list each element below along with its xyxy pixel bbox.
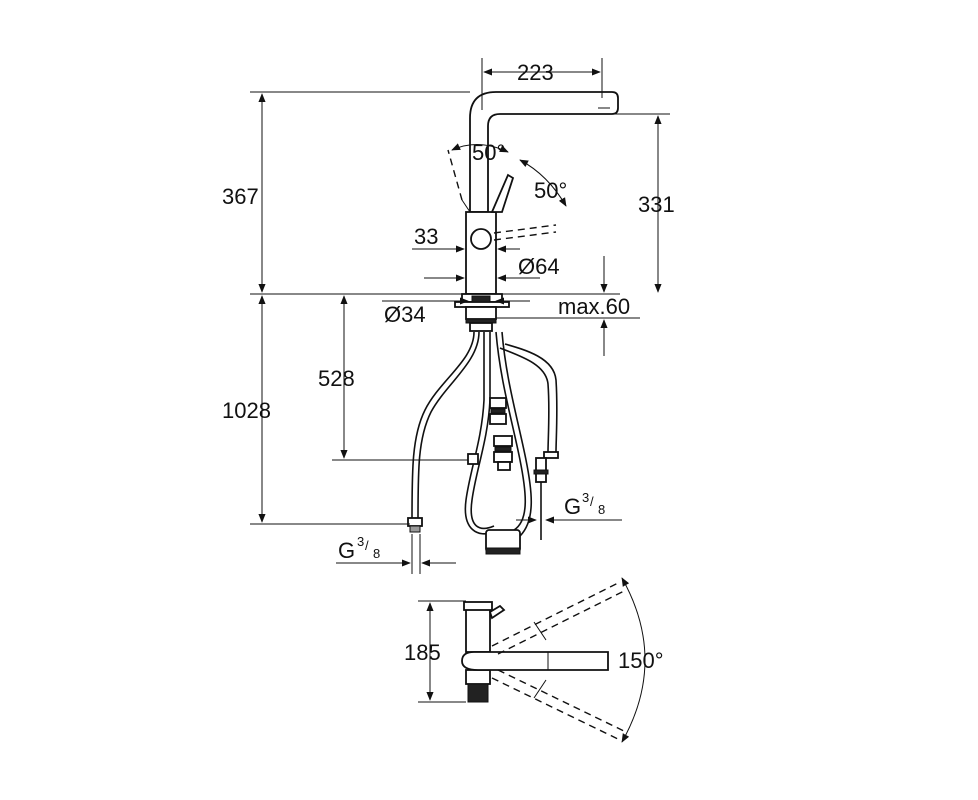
dim-185: 185	[404, 640, 441, 665]
dim-33: 33	[414, 224, 438, 249]
dimension-lines	[250, 58, 670, 574]
dim-angle-lever: 50°	[534, 178, 567, 203]
thread-label-right: G 3 / 8	[564, 490, 605, 519]
dimension-labels: 223 367 331 50° 50° 33 Ø64 Ø34 max.60 52…	[222, 60, 675, 673]
faucet-top-view	[418, 577, 646, 743]
faucet-body	[465, 211, 497, 295]
dim-367: 367	[222, 184, 259, 209]
dim-331: 331	[638, 192, 675, 217]
thread-left-numerator: 3	[357, 534, 364, 549]
thread-left-denominator: 8	[373, 546, 380, 561]
dim-angle-spout: 50°	[472, 140, 505, 165]
lever-knob	[470, 228, 492, 250]
thread-right-g: G	[564, 494, 581, 519]
dim-223: 223	[517, 60, 554, 85]
spout	[469, 91, 619, 213]
svg-text:/: /	[590, 494, 594, 509]
dim-1028: 1028	[222, 398, 271, 423]
thread-right-denominator: 8	[598, 502, 605, 517]
faucet-side-view	[447, 91, 619, 332]
thread-right-numerator: 3	[582, 490, 589, 505]
svg-text:/: /	[365, 538, 369, 553]
lever-handle	[490, 173, 515, 213]
dim-max-60: max.60	[558, 294, 630, 319]
dim-528: 528	[318, 366, 355, 391]
dim-diameter-64: Ø64	[518, 254, 560, 279]
dim-diameter-34: Ø34	[384, 302, 426, 327]
thread-label-left: G 3 / 8	[338, 534, 380, 563]
thread-left-g: G	[338, 538, 355, 563]
dim-angle-150: 150°	[618, 648, 664, 673]
hoses	[407, 331, 559, 555]
